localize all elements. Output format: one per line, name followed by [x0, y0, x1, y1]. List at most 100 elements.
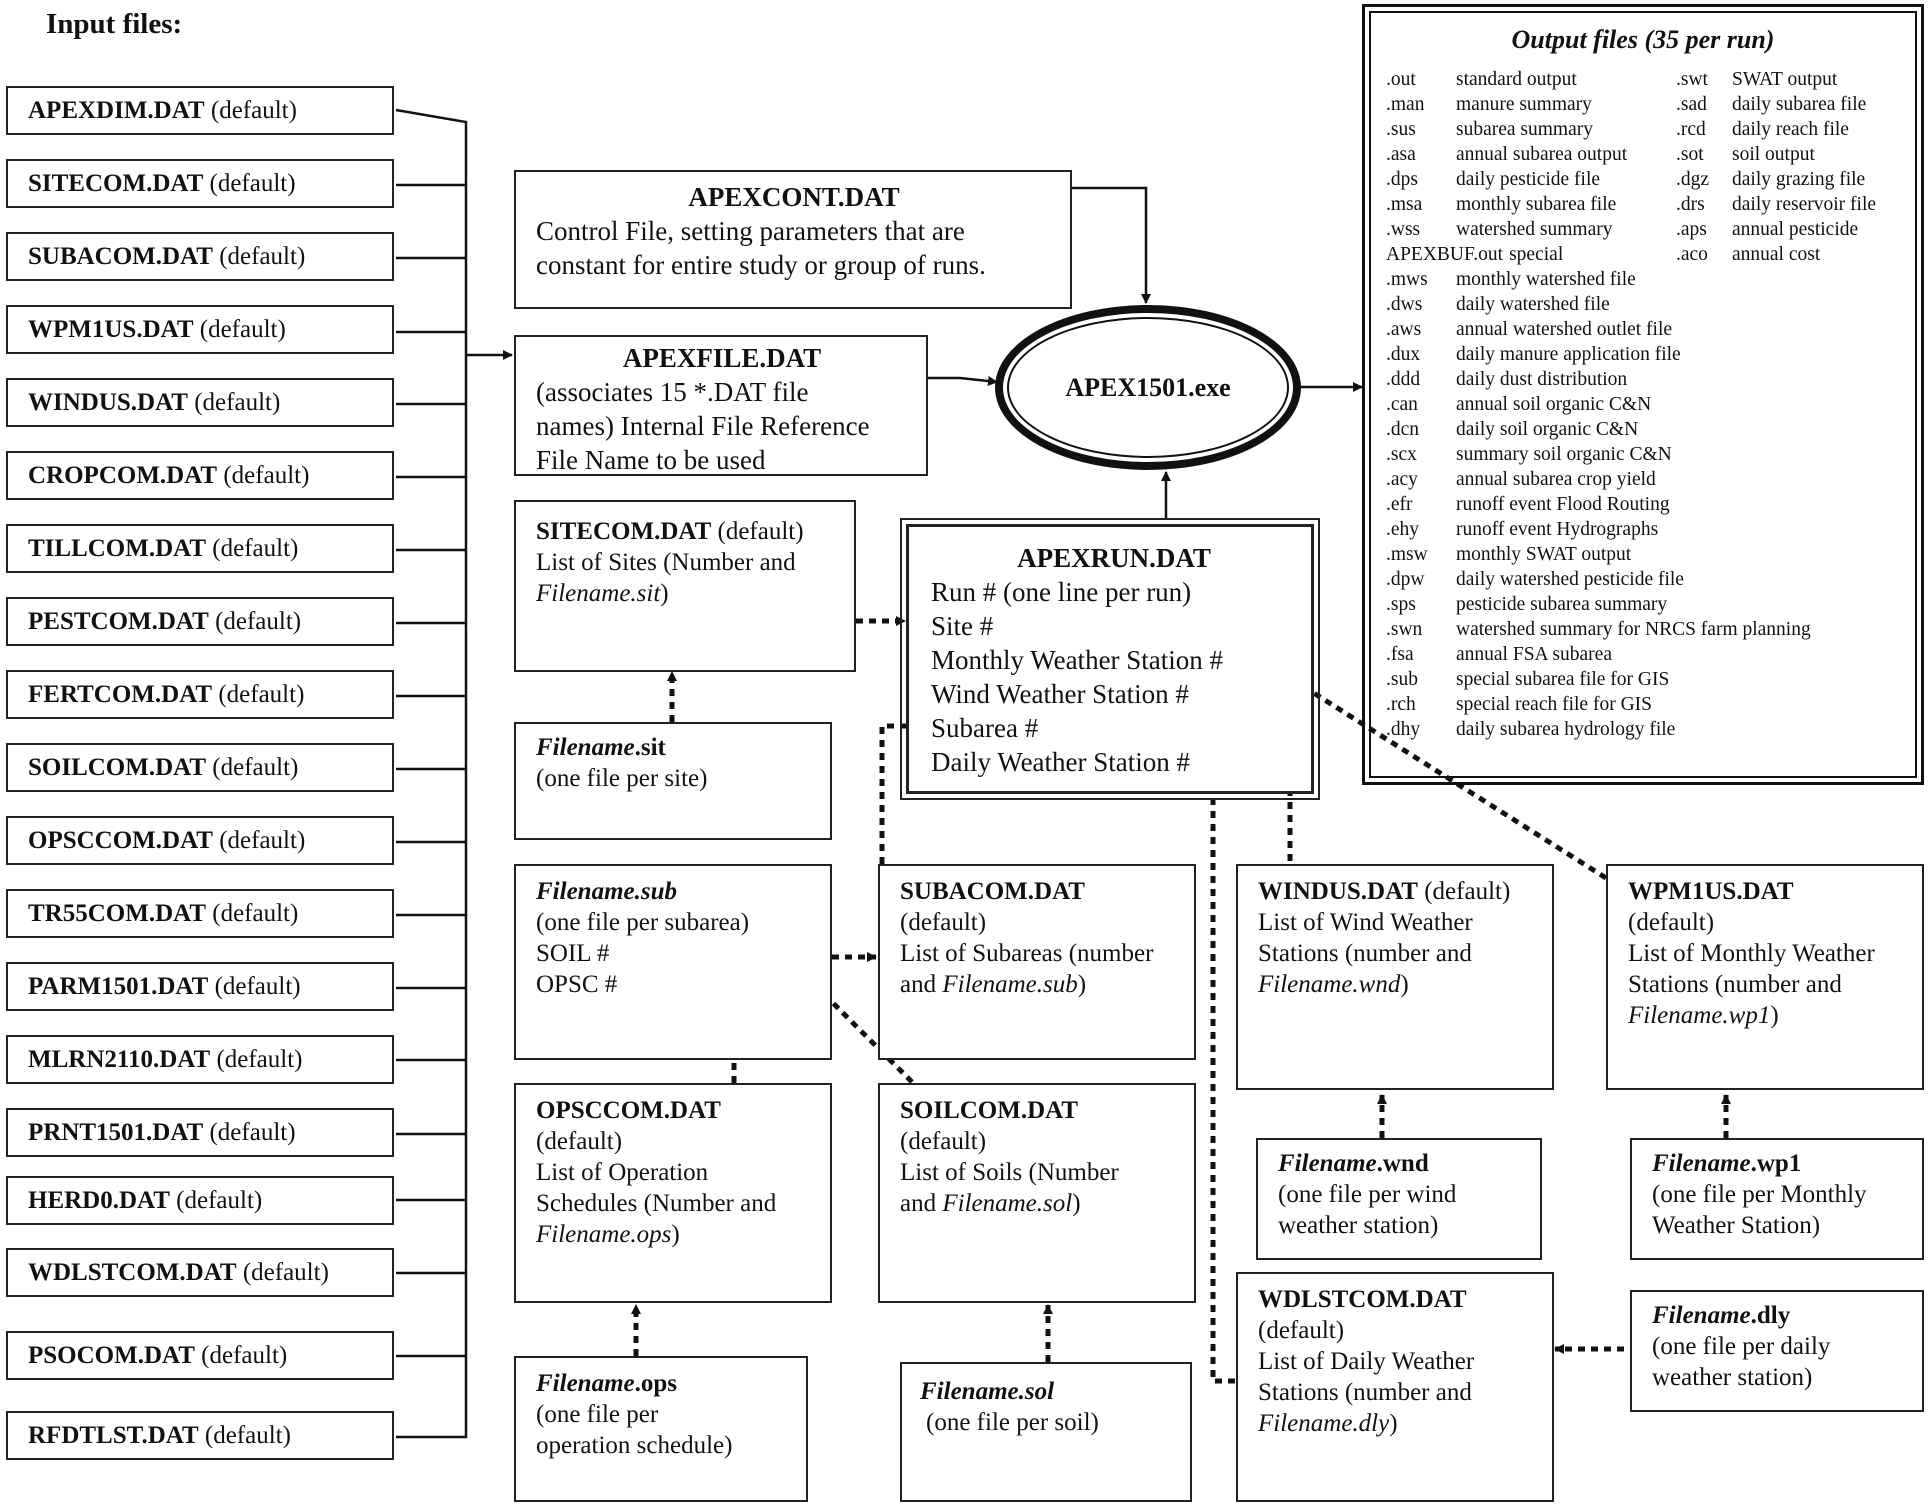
wpm1us-box[interactable]: WPM1US.DAT (default) List of Monthly Wea…: [1606, 864, 1924, 1090]
input-file-box[interactable]: CROPCOM.DAT (default): [6, 451, 394, 500]
input-file-box[interactable]: OPSCCOM.DAT (default): [6, 816, 394, 865]
input-file-box[interactable]: PARM1501.DAT (default): [6, 962, 394, 1011]
output-ext: .swn: [1386, 619, 1423, 640]
output-ext: .aws: [1386, 319, 1422, 340]
output-ext: .dps: [1386, 169, 1418, 190]
output-ext: .msa: [1386, 194, 1423, 215]
soilcom-box[interactable]: SOILCOM.DAT (default) List of Soils (Num…: [878, 1083, 1196, 1303]
wdlstcom-box[interactable]: WDLSTCOM.DAT (default) List of Daily Wea…: [1236, 1272, 1554, 1502]
input-file-box[interactable]: APEXDIM.DAT (default): [6, 86, 394, 135]
input-file-name: TR55COM.DAT: [28, 900, 207, 927]
input-file-note: (default): [210, 97, 297, 124]
input-file-box[interactable]: HERD0.DAT (default): [6, 1176, 394, 1225]
soilcom-title: SOILCOM.DAT: [900, 1097, 1079, 1124]
input-file-box[interactable]: RFDTLST.DAT (default): [6, 1411, 394, 1460]
input-file-box[interactable]: MLRN2110.DAT (default): [6, 1035, 394, 1084]
apexfile-line: names) Internal File Reference: [536, 411, 870, 441]
output-desc: watershed summary for NRCS farm planning: [1456, 619, 1811, 640]
filename-sub-box[interactable]: Filename.sub (one file per subarea) SOIL…: [514, 864, 832, 1060]
output-ext: .mws: [1386, 269, 1428, 290]
output-desc: daily soil organic C&N: [1456, 419, 1639, 440]
soilcom-note: (default): [900, 1128, 987, 1155]
filename-sol-box[interactable]: Filename.sol (one file per soil): [900, 1362, 1192, 1502]
apex-exe-label: APEX1501.exe: [1007, 317, 1289, 458]
subacom-box[interactable]: SUBACOM.DAT (default) List of Subareas (…: [878, 864, 1196, 1060]
input-file-note: (default): [212, 900, 299, 927]
input-file-box[interactable]: TILLCOM.DAT (default): [6, 524, 394, 573]
output-ext: .aco: [1676, 244, 1708, 265]
output-ext: .sad: [1676, 94, 1707, 115]
wdlstcom-filename: Filename.dly: [1258, 1410, 1390, 1437]
input-file-name: PSOCOM.DAT: [28, 1342, 195, 1369]
wp1-ext: .wp1: [1750, 1150, 1802, 1177]
filename-ops-box[interactable]: Filename.ops (one file per operation sch…: [514, 1356, 808, 1502]
sitecom-title: SITECOM.DAT: [536, 518, 712, 545]
input-file-box[interactable]: FERTCOM.DAT (default): [6, 670, 394, 719]
input-file-box[interactable]: WDLSTCOM.DAT (default): [6, 1248, 394, 1297]
input-file-box[interactable]: PESTCOM.DAT (default): [6, 597, 394, 646]
opsccom-note: (default): [536, 1128, 623, 1155]
input-file-name: SOILCOM.DAT: [28, 754, 207, 781]
filename-dly-box[interactable]: Filename.dly (one file per daily weather…: [1630, 1290, 1924, 1412]
output-desc: annual subarea crop yield: [1456, 469, 1656, 490]
sitecom-box[interactable]: SITECOM.DAT (default) List of Sites (Num…: [514, 500, 856, 672]
input-file-box[interactable]: PRNT1501.DAT (default): [6, 1108, 394, 1157]
input-file-box[interactable]: SOILCOM.DAT (default): [6, 743, 394, 792]
apexrun-title: APEXRUN.DAT: [1017, 543, 1211, 573]
output-desc: monthly subarea file: [1456, 194, 1617, 215]
opsccom-box[interactable]: OPSCCOM.DAT (default) List of Operation …: [514, 1083, 832, 1303]
input-file-box[interactable]: TR55COM.DAT (default): [6, 889, 394, 938]
opsccom-paren: ): [671, 1221, 680, 1248]
filename-wnd-box[interactable]: Filename.wnd (one file per wind weather …: [1256, 1138, 1542, 1260]
dly-line: (one file per daily: [1652, 1333, 1831, 1360]
ops-stem: Filename: [536, 1370, 635, 1397]
wnd-stem: Filename: [1278, 1150, 1377, 1177]
output-desc: runoff event Flood Routing: [1456, 494, 1670, 515]
input-file-box[interactable]: SUBACOM.DAT (default): [6, 232, 394, 281]
output-desc: annual subarea output: [1456, 144, 1628, 165]
input-file-box[interactable]: SITECOM.DAT (default): [6, 159, 394, 208]
ops-ext: .ops: [634, 1370, 677, 1397]
wpm1us-line: Stations (number and: [1628, 971, 1842, 998]
output-row: .acy annual subarea crop yield: [1386, 467, 1811, 492]
sol-title: Filename.sol: [920, 1378, 1055, 1405]
output-desc: daily manure application file: [1456, 344, 1681, 365]
output-ext: .acy: [1386, 469, 1418, 490]
output-ext: .dgz: [1676, 169, 1710, 190]
opsccom-line: Schedules (Number and: [536, 1190, 777, 1217]
output-desc: watershed summary: [1456, 219, 1613, 240]
output-desc: annual pesticide: [1732, 219, 1859, 240]
windus-box[interactable]: WINDUS.DAT (default) List of Wind Weathe…: [1236, 864, 1554, 1090]
input-file-box[interactable]: WINDUS.DAT (default): [6, 378, 394, 427]
apex-exe-node[interactable]: APEX1501.exe: [995, 305, 1301, 470]
apexrun-box[interactable]: APEXRUN.DAT Run # (one line per run) Sit…: [900, 518, 1320, 800]
apexcont-box[interactable]: APEXCONT.DAT Control File, setting param…: [514, 170, 1072, 309]
input-file-note: (default): [216, 1046, 303, 1073]
soilcom-paren: ): [1072, 1190, 1081, 1217]
output-ext: .fsa: [1386, 644, 1414, 665]
output-ext: .can: [1386, 394, 1418, 415]
wdlstcom-paren: ): [1389, 1410, 1398, 1437]
subacom-paren: ): [1077, 971, 1087, 998]
opsccom-line: List of Operation: [536, 1159, 709, 1186]
input-file-name: WPM1US.DAT: [28, 316, 194, 343]
input-files-heading: Input files:: [46, 8, 183, 40]
filename-wp1-box[interactable]: Filename.wp1 (one file per Monthly Weath…: [1630, 1138, 1924, 1260]
filename-sit-box[interactable]: Filename.sit (one file per site): [514, 722, 832, 840]
output-ext: .dux: [1386, 344, 1421, 365]
apexfile-box[interactable]: APEXFILE.DAT (associates 15 *.DAT file n…: [514, 335, 928, 476]
output-ext: .wss: [1386, 219, 1421, 240]
input-file-box[interactable]: PSOCOM.DAT (default): [6, 1331, 394, 1380]
input-file-box[interactable]: WPM1US.DAT (default): [6, 305, 394, 354]
